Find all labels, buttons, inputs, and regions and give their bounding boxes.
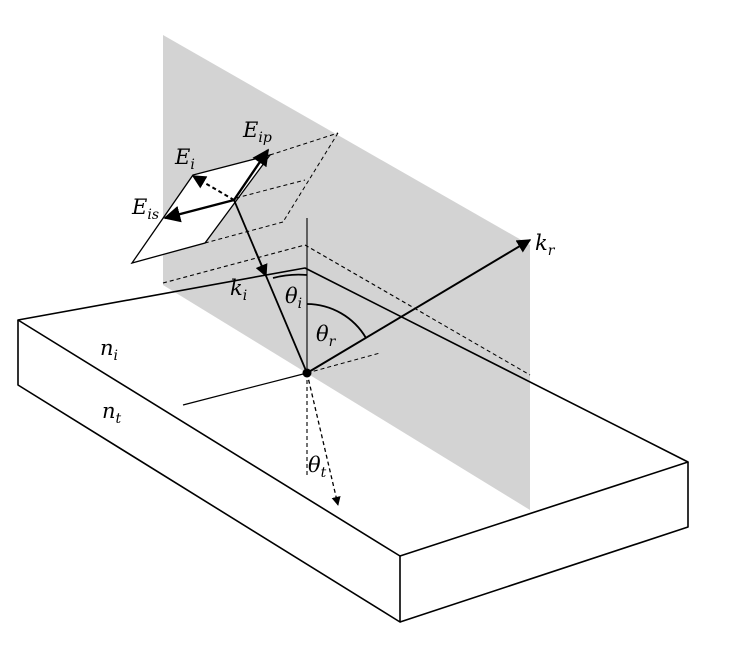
label-theta-r: θr xyxy=(316,322,337,350)
polarization-dashed-mid xyxy=(235,179,306,199)
label-theta-t: θt xyxy=(308,453,327,481)
label-k-i: ki xyxy=(230,276,247,304)
incidence-point xyxy=(302,368,312,378)
material-slab xyxy=(17,267,689,623)
label-e-i: Ei xyxy=(174,145,195,173)
label-e-ip: Eip xyxy=(242,118,272,146)
theta-i-arc xyxy=(272,273,308,279)
transmitted-ray xyxy=(306,372,341,506)
label-n-t: nt xyxy=(102,399,122,427)
k-i-arrowhead xyxy=(254,249,268,278)
k-r-arrow xyxy=(306,239,532,374)
label-e-is: Eis xyxy=(131,195,159,223)
plane-dashed-line-2 xyxy=(304,244,531,376)
k-i-arrow-line xyxy=(233,199,308,374)
label-k-r: kr xyxy=(535,231,556,259)
label-n-i: ni xyxy=(100,336,118,364)
polarization-dashed-right xyxy=(282,132,339,223)
e-is-arrow xyxy=(163,198,235,223)
slab-left-edge xyxy=(17,320,401,623)
e-ip-arrow xyxy=(233,148,269,201)
polarization-dashed-top xyxy=(269,132,339,156)
interface-line-extension xyxy=(306,352,381,374)
plane-dashed-line-1 xyxy=(162,244,306,284)
interface-line xyxy=(182,372,308,406)
slab-right-edge xyxy=(399,462,689,623)
theta-r-arc xyxy=(306,303,367,339)
label-theta-i: θi xyxy=(285,284,302,312)
e-i-arrow xyxy=(191,175,235,201)
